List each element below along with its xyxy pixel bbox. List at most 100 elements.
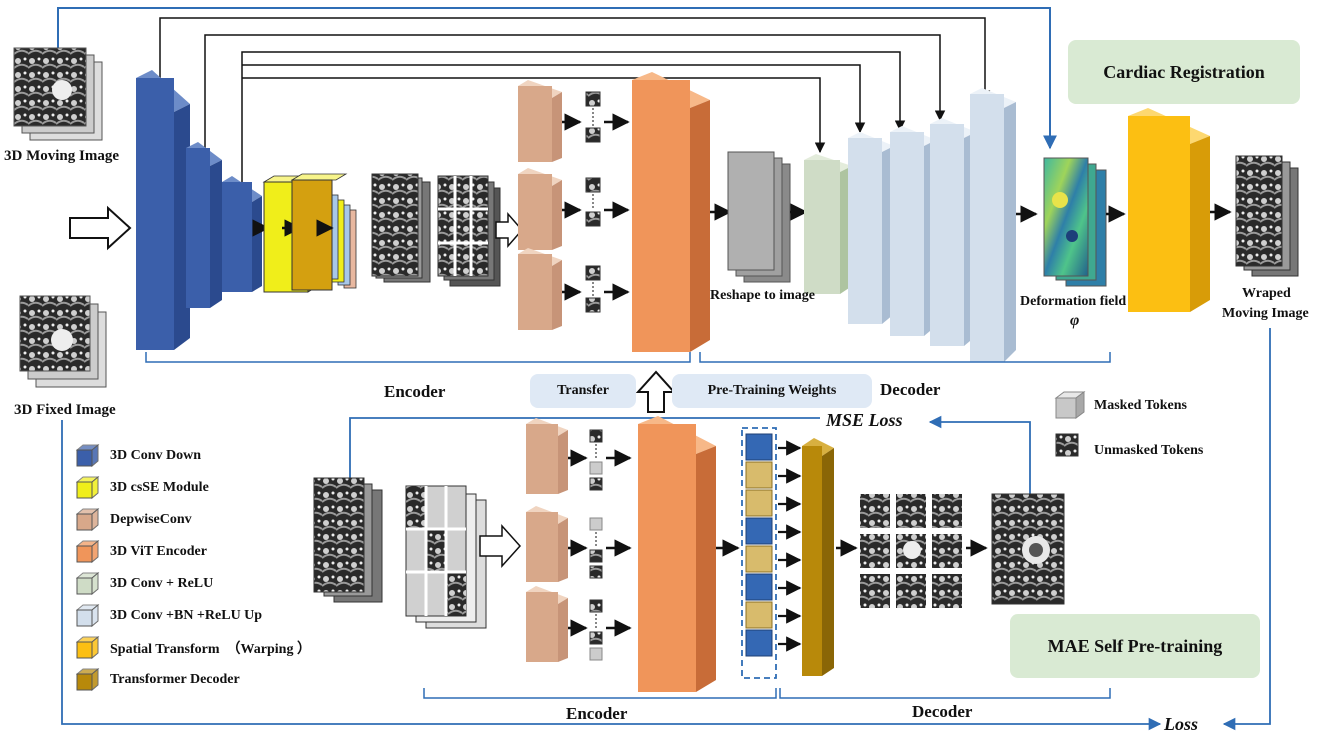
token-sequence [745,433,773,657]
transfer-up-arrow [635,370,677,413]
conv-bn-relu-up-2 [890,126,936,336]
cube-icon [76,668,100,692]
depthwise-conv-bottom-2 [526,506,568,582]
legend-item: DepwiseConv [76,508,192,532]
masked-tokens-label: Masked Tokens [1094,398,1187,413]
skip-connection-4 [242,64,866,134]
moving-image-stack [13,47,103,141]
skip-connection-2 [204,34,946,150]
cube-icon [76,636,100,660]
legend-item-label: 3D Conv +BN +ReLU Up [110,608,263,623]
spatial-transform-block [1128,108,1210,312]
cube-icon [76,508,100,532]
bottom-hollow-arrow [479,524,522,568]
moving-image-label: 3D Moving Image [4,148,119,164]
legend-item: 3D Conv +BN +ReLU Up [76,604,262,628]
top-hollow-arrow [495,212,523,248]
legend-item-label: 3D Conv Down [110,448,202,463]
fixed-image-stack [19,295,107,388]
legend-item: Transformer Decoder [76,668,240,692]
reconstructed-patch-grid [860,494,962,608]
loss-label: Loss [1164,714,1199,734]
legend-item: 3D Conv + ReLU [76,572,213,596]
bottom-token-column-2 [589,517,603,579]
mse-loss-label: MSE Loss [826,410,903,430]
transfer-pill: Transfer [530,374,636,408]
legend-item: 3D csSE Module [76,476,209,500]
cube-icon [76,604,100,628]
reconstructed-image [991,493,1065,605]
bottom-token-column-3 [589,599,603,661]
bottom-masked-patch-grid [405,485,487,629]
skip-connection-1 [159,17,991,102]
masked-token-icon [1054,391,1086,419]
skip-moving-to-field [57,7,1057,150]
conv-relu-block [804,154,852,294]
mae-pretraining-pill: MAE Self Pre-training [1010,614,1260,678]
phi-label: φ [1070,312,1080,329]
deformation-label: Deformation field [1020,294,1127,309]
mse-loss-line-left [349,417,820,478]
legend-item-label: DepwiseConv [110,512,192,527]
reshape-label: Reshape to image [710,288,815,303]
token-sequence-dashed-box [741,427,777,679]
legend-item: 3D Conv Down [76,444,201,468]
conv-bn-relu-up-1 [848,132,894,324]
cube-icon [76,572,100,596]
fixed-image-label: 3D Fixed Image [14,402,116,418]
fixed-to-loss-line [61,420,1162,731]
encoder-bottom-bracket [423,688,777,699]
feature-stack-block [290,173,357,291]
top-token-column-2 [585,177,601,227]
legend-item-label: Transformer Decoder [110,672,240,687]
encoder-top-label: Encoder [384,382,446,401]
depthwise-conv-top-1 [518,80,562,162]
legend-item-label: 3D ViT Encoder [110,544,207,559]
deformation-field-stack [1043,157,1107,287]
legend-item-label: Spatial Transform （Warping ） [110,642,311,657]
encoder-feature-slices [371,173,431,283]
conv-down-block-1 [136,70,190,350]
depthwise-conv-top-3 [518,248,562,330]
top-token-column-3 [585,265,601,313]
input-hollow-arrow [69,205,132,251]
decoder-bottom-bracket [779,688,1111,699]
wraped-label-2: Moving Image [1222,306,1309,321]
wraped-label: Wraped [1242,286,1291,301]
conv-down-block-3 [222,176,262,292]
pretrain-weights-pill: Pre-Training Weights [672,374,872,408]
decoder-top-bracket [699,352,1111,363]
vit-encoder-bottom [638,416,716,692]
cube-icon [76,540,100,564]
top-token-column-1 [585,91,601,143]
conv-bn-relu-up-4 [970,88,1016,362]
encoder-top-bracket [145,352,691,363]
decoder-top-label: Decoder [880,380,941,399]
skip-connection-5 [242,77,826,154]
mse-loss-line-right [928,415,1031,494]
depthwise-conv-bottom-3 [526,586,568,662]
unmasked-tokens-label: Unmasked Tokens [1094,443,1204,458]
wraped-image-stack [1235,155,1299,277]
vit-encoder-top [632,72,710,352]
cube-icon [76,476,100,500]
cardiac-registration-pill: Cardiac Registration [1068,40,1300,104]
encoder-bottom-label: Encoder [566,704,628,723]
conv-bn-relu-up-3 [930,118,976,346]
wraped-to-loss-line [1222,328,1271,731]
legend-item-label: 3D csSE Module [110,480,209,495]
decoder-bottom-label: Decoder [912,702,973,721]
reshape-stack [727,151,791,283]
legend-item-label: 3D Conv + ReLU [110,576,214,591]
conv-down-block-2 [186,142,222,308]
transformer-decoder-block [802,438,834,676]
bottom-token-column-1 [589,429,603,491]
depthwise-conv-top-2 [518,168,562,250]
cube-icon [76,444,100,468]
depthwise-conv-bottom-1 [526,418,568,494]
bottom-input-stack [313,477,383,603]
top-patch-grid [437,175,501,287]
legend-item: 3D ViT Encoder [76,540,207,564]
